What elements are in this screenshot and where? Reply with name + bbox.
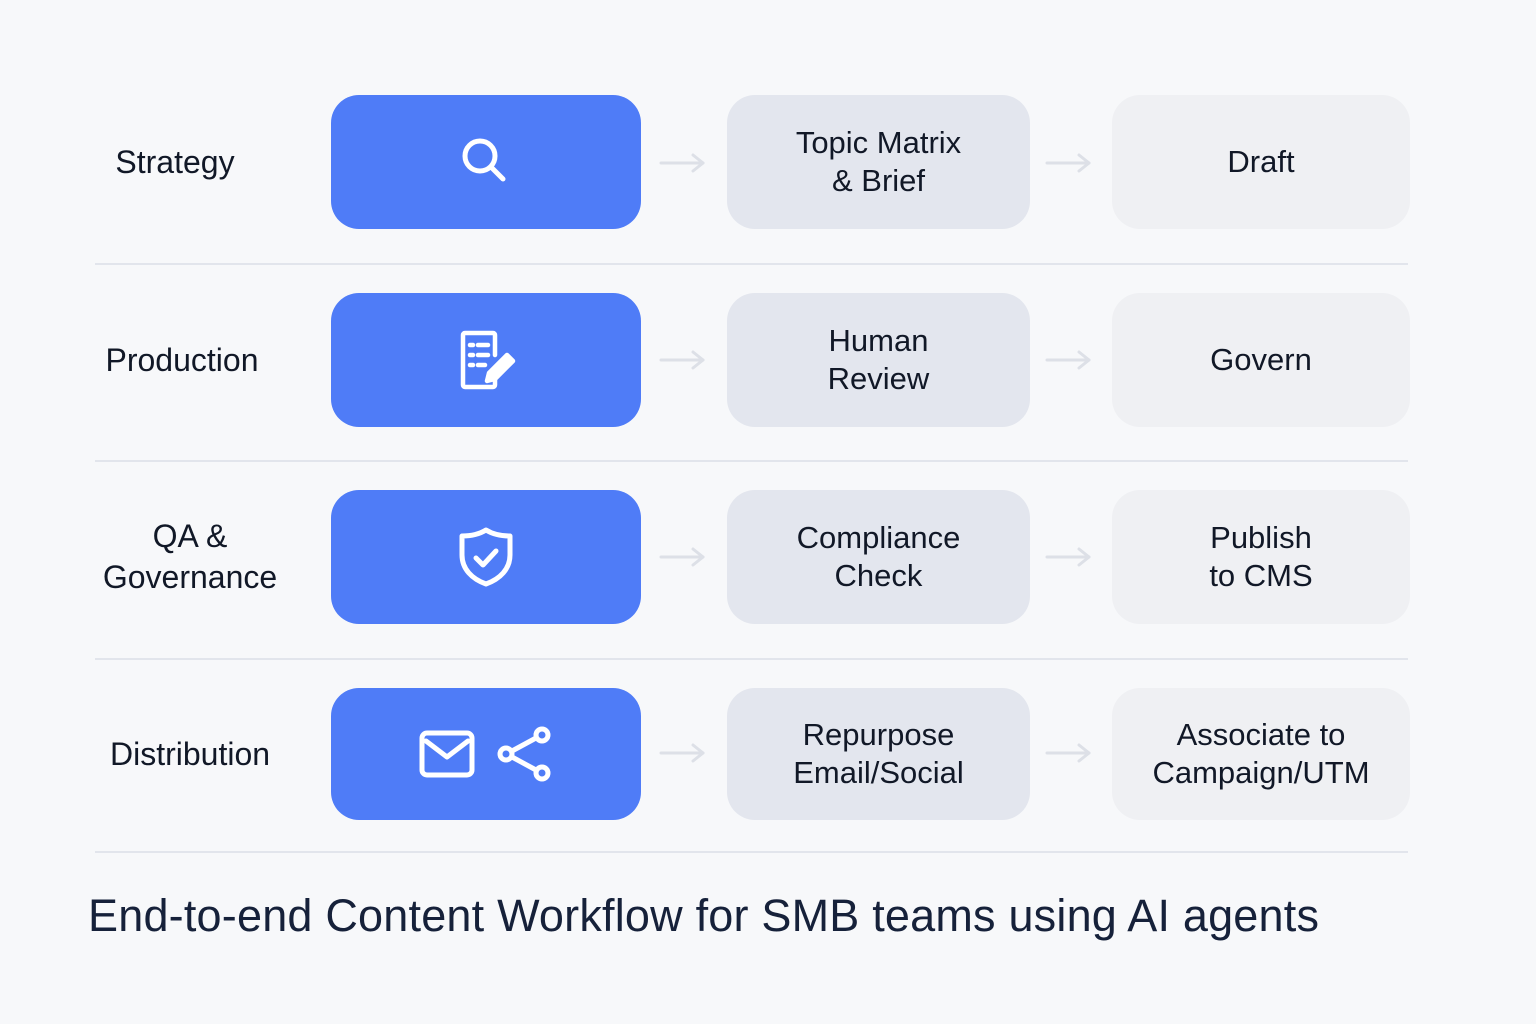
- step-topic-matrix-brief: Topic Matrix & Brief: [727, 95, 1030, 229]
- search-icon: [458, 134, 514, 190]
- row-divider: [95, 851, 1408, 853]
- arrow-right-icon: [659, 547, 705, 567]
- agent-box-strategy: [331, 95, 641, 229]
- arrow-right-icon: [1045, 350, 1091, 370]
- arrow-right-icon: [659, 743, 705, 763]
- diagram-title: End-to-end Content Workflow for SMB team…: [88, 890, 1320, 941]
- step-draft: Draft: [1112, 95, 1410, 229]
- step-associate-campaign-utm: Associate to Campaign/UTM: [1112, 688, 1410, 820]
- arrow-right-icon: [1045, 547, 1091, 567]
- step-govern: Govern: [1112, 293, 1410, 427]
- step-human-review: Human Review: [727, 293, 1030, 427]
- row-divider: [95, 263, 1408, 265]
- stage-label: Strategy: [115, 143, 235, 180]
- mail-icon: [418, 729, 476, 779]
- arrow-right-icon: [659, 153, 705, 173]
- arrow-right-icon: [1045, 743, 1091, 763]
- step-publish-to-cms: Publish to CMS: [1112, 490, 1410, 624]
- stage-label: QA & Governance: [102, 518, 278, 595]
- document-edit-icon: [451, 325, 521, 395]
- row-divider: [95, 460, 1408, 462]
- stage-label: Distribution: [109, 735, 271, 772]
- step-compliance-check: Compliance Check: [727, 490, 1030, 624]
- arrow-right-icon: [1045, 153, 1091, 173]
- share-icon: [494, 724, 554, 784]
- row-divider: [95, 658, 1408, 660]
- agent-box-distribution: [331, 688, 641, 820]
- agent-box-qa-governance: [331, 490, 641, 624]
- arrow-right-icon: [659, 350, 705, 370]
- agent-box-production: [331, 293, 641, 427]
- step-repurpose-email-social: Repurpose Email/Social: [727, 688, 1030, 820]
- shield-check-icon: [456, 525, 516, 589]
- stage-label: Production: [105, 341, 259, 378]
